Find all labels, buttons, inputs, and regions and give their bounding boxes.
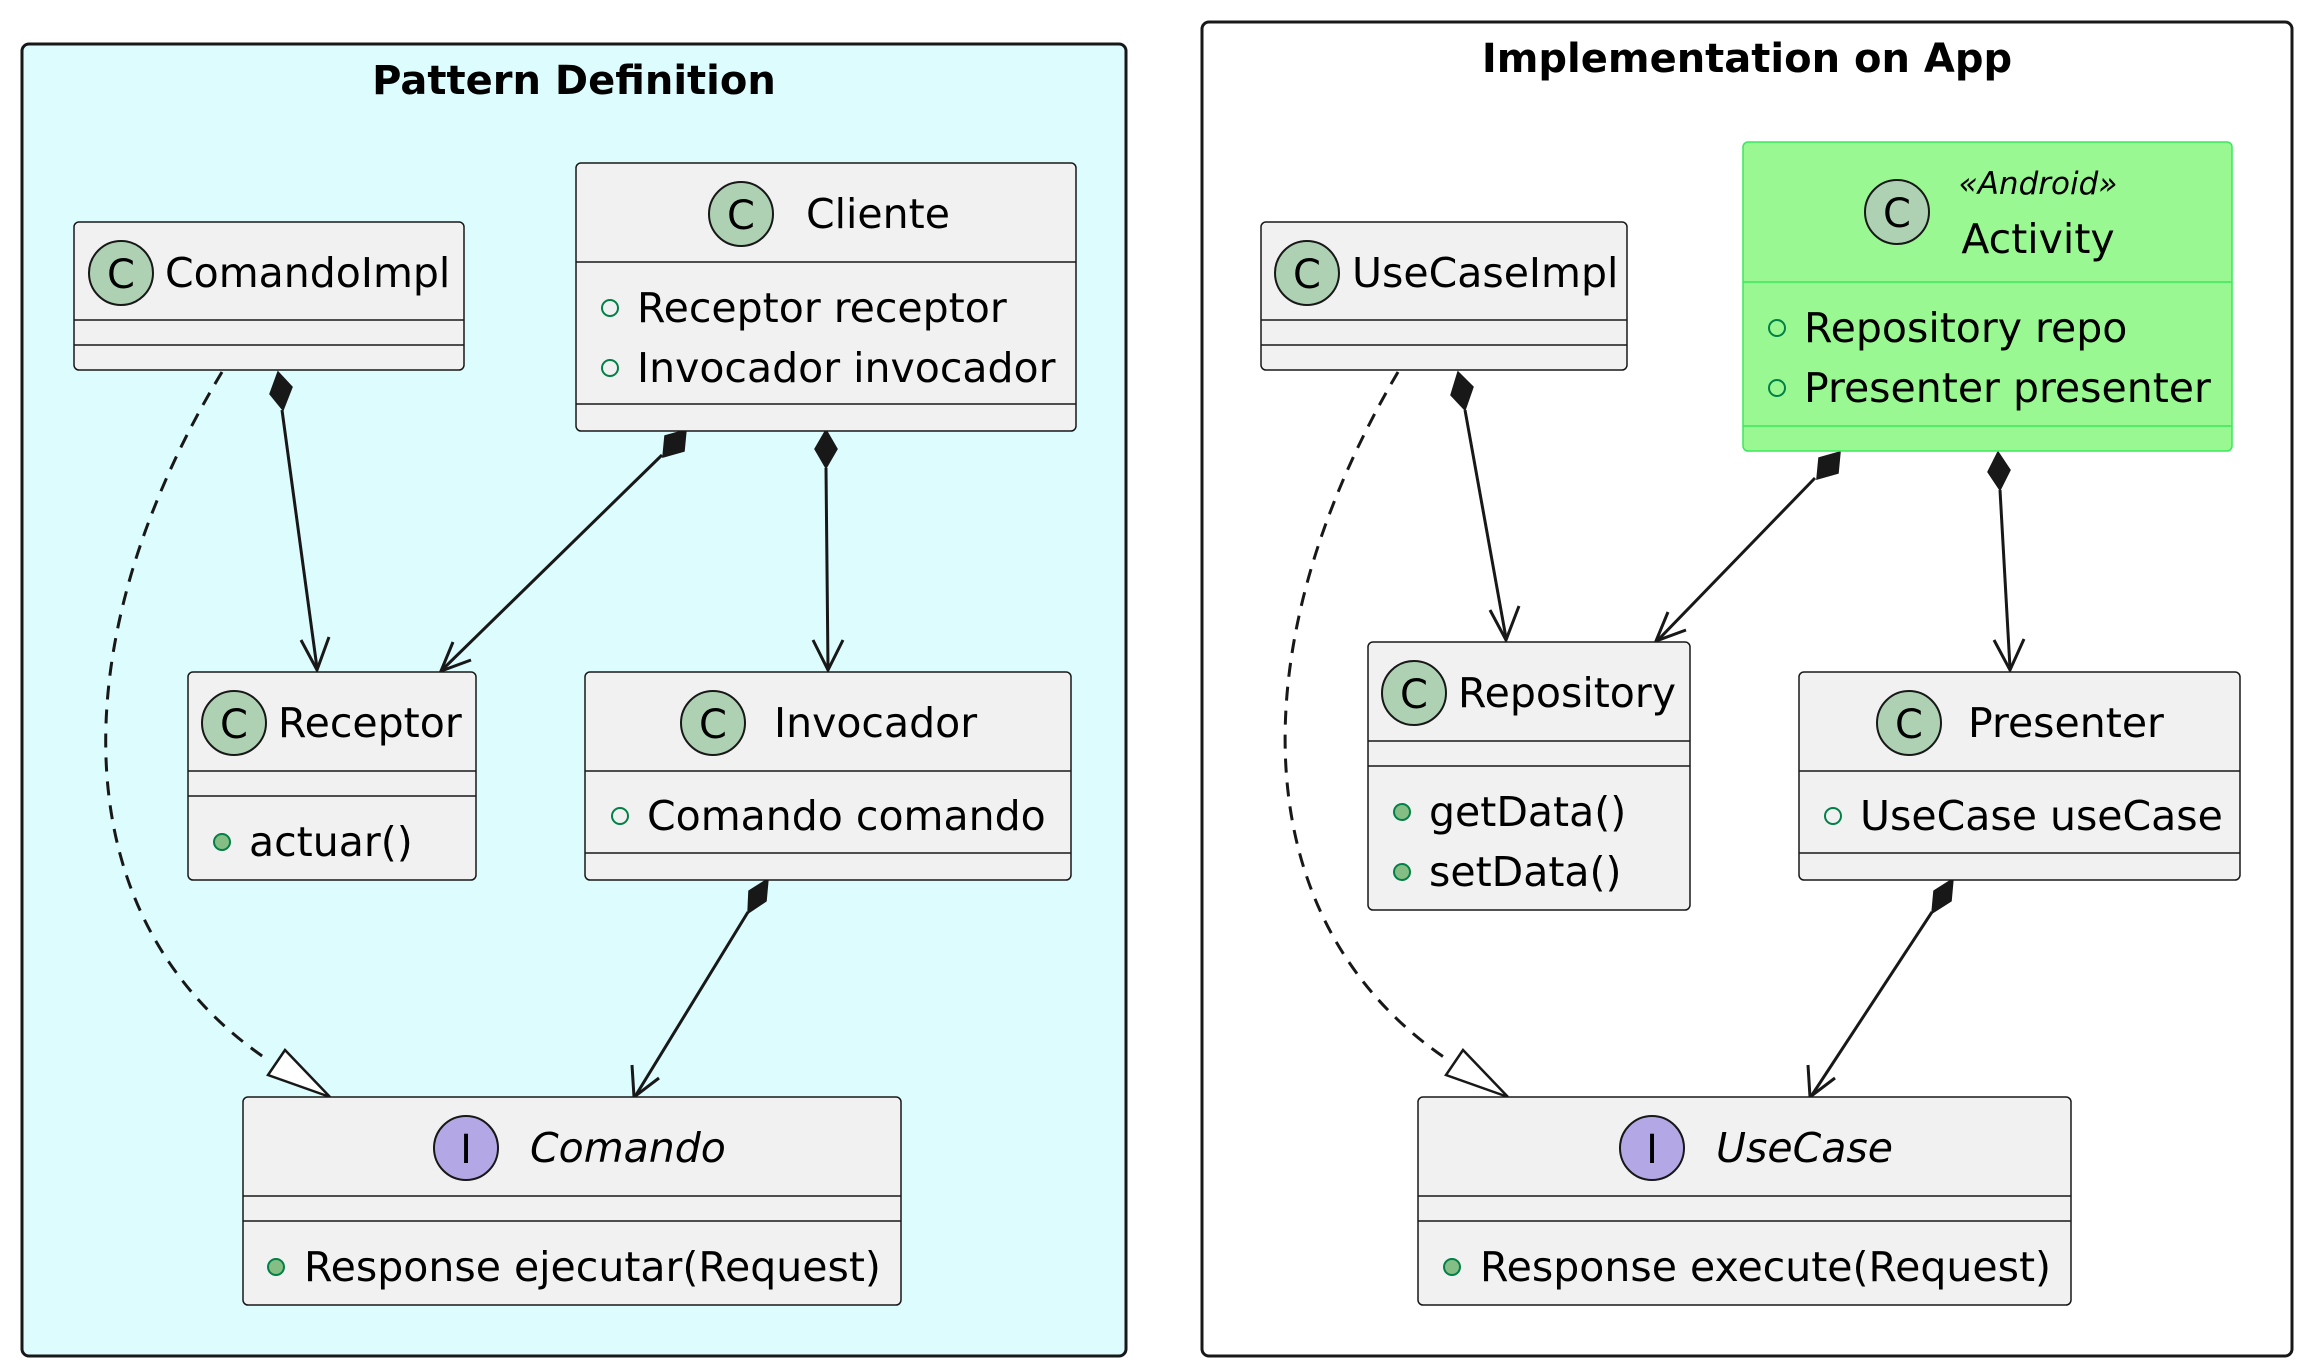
interface-name: Comando: [530, 1124, 726, 1172]
edge-cliente-receptor: [438, 428, 687, 674]
interface-badge-icon: [1619, 1115, 1685, 1181]
stereotype-label: «Android»: [1959, 166, 2118, 202]
composition-diamond: [662, 428, 687, 459]
class-badge-icon: [708, 181, 774, 247]
class-invocador[interactable]: C Invocador Comando comando: [584, 671, 1072, 881]
method: getData(): [1429, 788, 1626, 836]
field: Comando comando: [647, 792, 1046, 840]
edges: [104, 370, 2026, 1100]
public-field-icon: [601, 359, 619, 377]
interface-badge-icon: [433, 1115, 499, 1181]
class-badge-icon: [1876, 690, 1942, 756]
public-method-icon: [1443, 1258, 1461, 1276]
method: Response execute(Request): [1480, 1243, 2051, 1291]
interface-comando[interactable]: I Comando Response ejecutar(Request): [242, 1096, 902, 1306]
class-name: Activity: [1961, 215, 2114, 263]
edge-comandoimpl-receptor: [269, 370, 331, 674]
public-method-icon: [1393, 803, 1411, 821]
field: UseCase useCase: [1860, 792, 2223, 840]
public-field-icon: [611, 807, 629, 825]
class-badge-letter: C: [220, 702, 248, 748]
class-name: Repository: [1458, 669, 1676, 717]
interface-badge-letter: I: [1646, 1127, 1658, 1173]
arrowhead: [299, 636, 331, 674]
public-method-icon: [213, 833, 231, 851]
edge-activity-repository: [1653, 450, 1841, 644]
composition-diamond: [1816, 450, 1841, 481]
arrowhead: [1488, 605, 1521, 644]
arrowhead: [1653, 611, 1687, 644]
public-field-icon: [601, 299, 619, 317]
class-badge-icon: [1864, 179, 1930, 245]
class-badge-icon: [88, 240, 154, 306]
class-comandoimpl[interactable]: C ComandoImpl: [73, 221, 465, 371]
class-name: ComandoImpl: [165, 249, 450, 297]
class-name: Invocador: [774, 699, 977, 747]
class-receptor[interactable]: C Receptor actuar(): [187, 671, 477, 881]
realization-triangle: [1444, 1048, 1509, 1099]
edge-usecaseimpl-usecase-realization: [1283, 371, 1509, 1099]
public-field-icon: [1824, 807, 1842, 825]
field: Invocador invocador: [637, 344, 1056, 392]
edge-usecaseimpl-repository: [1450, 370, 1521, 644]
public-field-icon: [1768, 319, 1786, 337]
method: Response ejecutar(Request): [304, 1243, 881, 1291]
composition-diamond: [1987, 450, 2011, 492]
field: Receptor receptor: [637, 284, 1007, 332]
class-badge-icon: [1381, 660, 1447, 726]
class-badge-letter: C: [699, 702, 727, 748]
class-badge-letter: C: [727, 193, 755, 239]
field: Repository repo: [1804, 304, 2127, 352]
class-activity[interactable]: C «Android» Activity Repository repo Pre…: [1742, 141, 2233, 452]
class-usecaseimpl[interactable]: C UseCaseImpl: [1260, 221, 1628, 371]
edge-activity-presenter: [1987, 450, 2026, 674]
package-title-pattern: Pattern Definition: [372, 58, 776, 104]
method: actuar(): [249, 818, 413, 866]
composition-diamond: [1450, 370, 1474, 412]
class-badge-letter: C: [1400, 672, 1428, 718]
class-cliente[interactable]: C Cliente Receptor receptor Invocador in…: [575, 162, 1077, 432]
public-method-icon: [1393, 863, 1411, 881]
class-presenter[interactable]: C Presenter UseCase useCase: [1798, 671, 2241, 881]
class-badge-icon: [680, 690, 746, 756]
class-badge-letter: C: [1883, 191, 1911, 237]
arrowhead: [811, 639, 845, 674]
realization-triangle: [266, 1048, 331, 1099]
composition-diamond: [269, 370, 293, 412]
public-field-icon: [1768, 379, 1786, 397]
class-badge-letter: C: [107, 252, 135, 298]
class-badge-letter: C: [1895, 702, 1923, 748]
package-title-impl: Implementation on App: [1482, 36, 2012, 82]
interface-name: UseCase: [1716, 1124, 1893, 1172]
arrowhead: [1992, 638, 2026, 674]
class-badge-icon: [201, 690, 267, 756]
class-name: Presenter: [1968, 699, 2164, 747]
class-name: Cliente: [806, 190, 950, 238]
class-badge-letter: C: [1293, 252, 1321, 298]
composition-diamond: [747, 877, 769, 915]
method: setData(): [1429, 848, 1622, 896]
class-name: Receptor: [278, 699, 462, 747]
class-badge-icon: [1274, 240, 1340, 306]
class-name: UseCaseImpl: [1352, 249, 1618, 297]
arrowhead: [438, 641, 472, 674]
public-method-icon: [267, 1258, 285, 1276]
class-repository[interactable]: C Repository getData() setData(): [1367, 641, 1691, 911]
interface-usecase[interactable]: I UseCase Response execute(Request): [1417, 1096, 2072, 1306]
composition-diamond: [814, 428, 838, 470]
interface-badge-letter: I: [460, 1127, 472, 1173]
edge-comandoimpl-comando-realization: [104, 371, 331, 1099]
field: Presenter presenter: [1804, 364, 2211, 412]
edge-cliente-invocador: [811, 428, 845, 674]
composition-diamond: [1931, 877, 1954, 915]
